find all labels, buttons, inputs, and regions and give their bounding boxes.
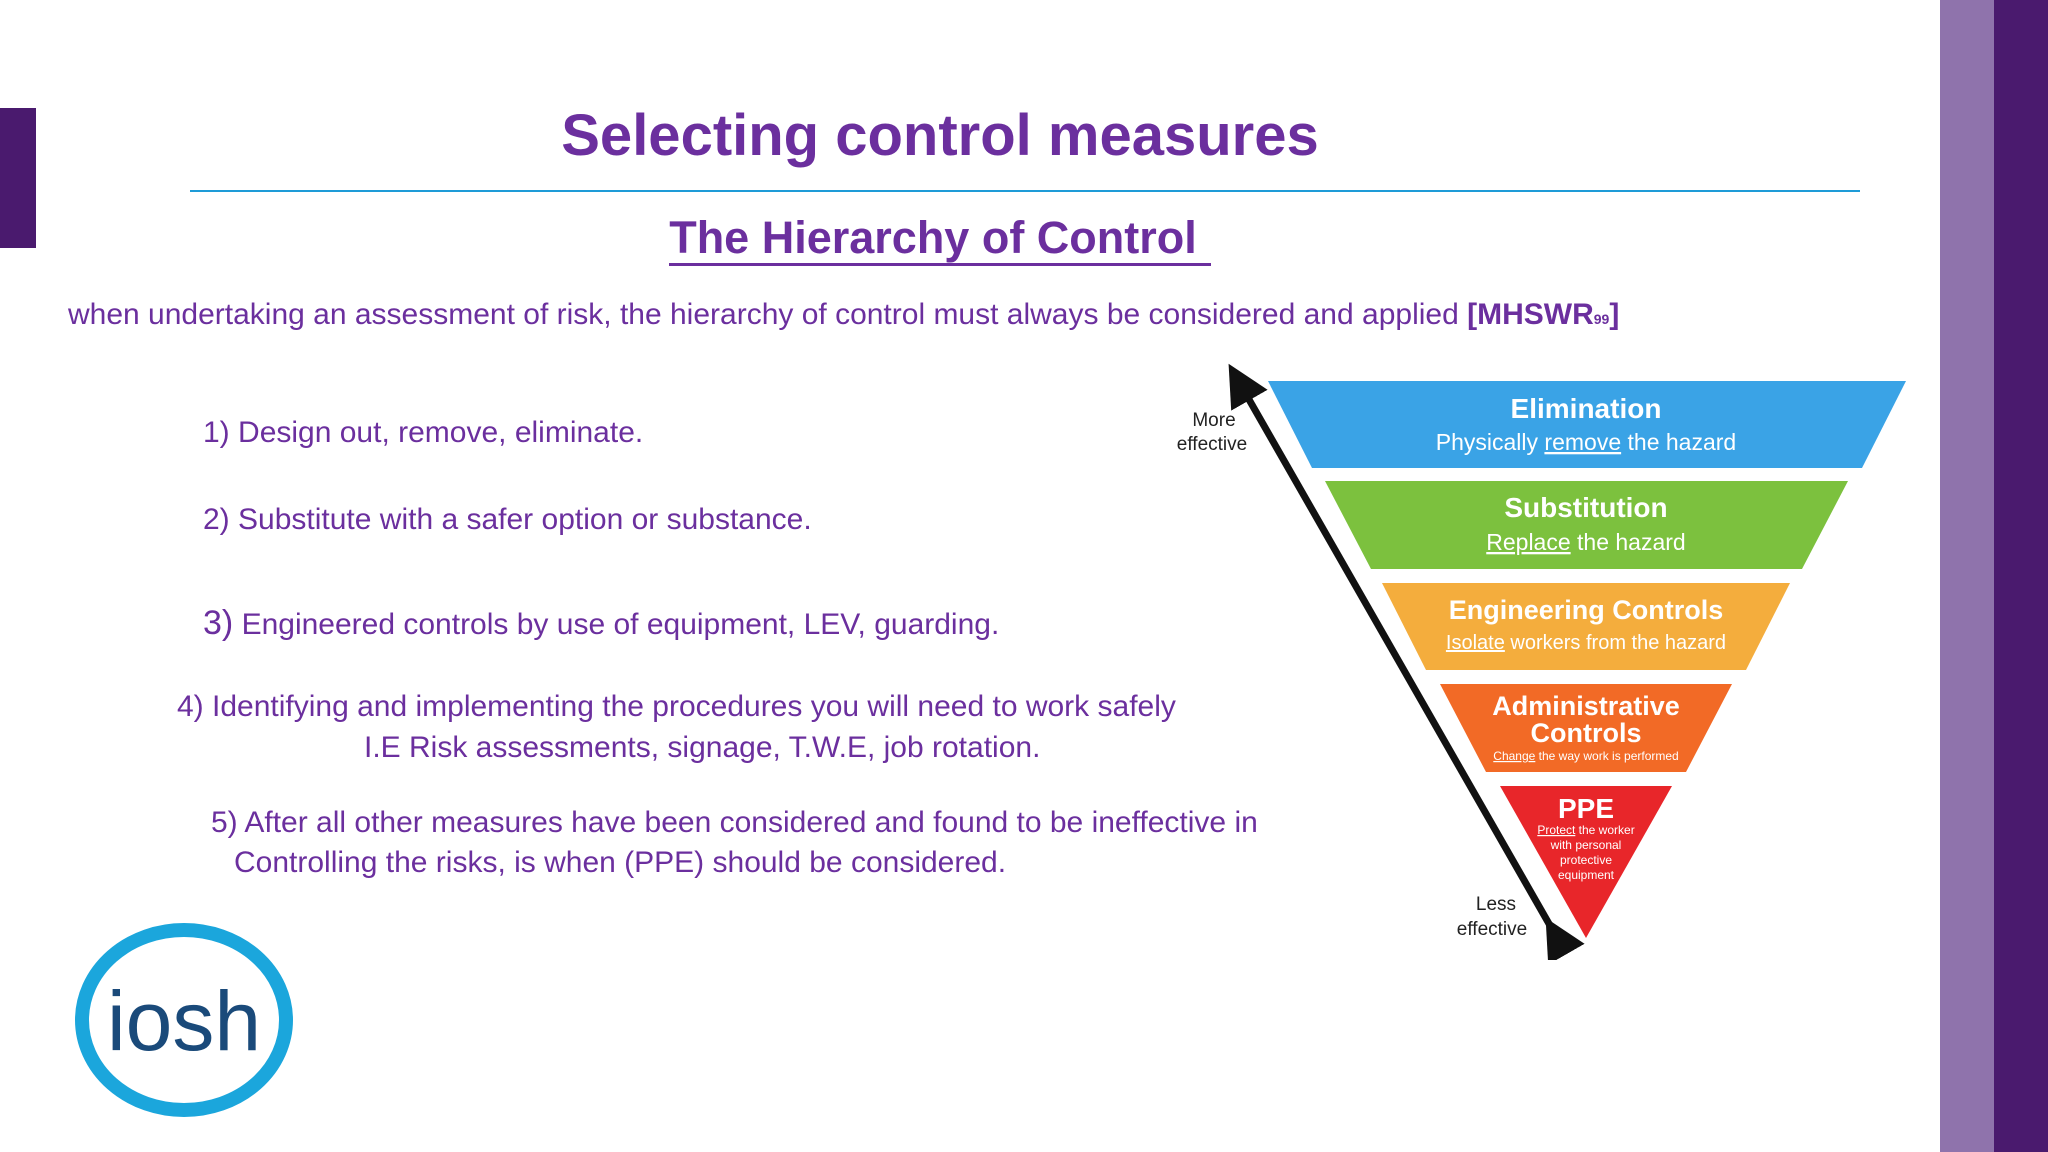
level-ppe-title: PPE <box>1558 793 1614 824</box>
less-effective-label-1: Less <box>1476 894 1516 915</box>
iosh-logo-text: iosh <box>107 974 261 1068</box>
right-accent-band-light <box>1940 0 1994 1152</box>
intro-reference: [MHSWR99] <box>1467 298 1619 331</box>
step-2-text: Substitute with a safer option or substa… <box>229 503 812 536</box>
right-accent-band-dark <box>1994 0 2048 1152</box>
ppe-sub-post: the worker <box>1575 823 1634 837</box>
elimination-sub-pre: Physically <box>1436 429 1545 455</box>
step-4-line-2: I.E Risk assessments, signage, T.W.E, jo… <box>364 731 1041 764</box>
step-1: 1) Design out, remove, eliminate. <box>203 416 643 450</box>
level-ppe-subtitle-3: protective <box>1560 853 1612 867</box>
level-ppe-subtitle-2: with personal <box>1550 838 1622 852</box>
intro-text: when undertaking an assessment of risk, … <box>68 298 1619 332</box>
step-5-line-1: 5) After all other measures have been co… <box>211 806 1258 839</box>
intro-body: when undertaking an assessment of risk, … <box>68 298 1468 331</box>
ppe-sub-key: Protect <box>1537 823 1576 837</box>
step-2: 2) Substitute with a safer option or sub… <box>203 503 812 537</box>
more-effective-label-2: effective <box>1177 434 1247 455</box>
slide-subtitle-text: The Hierarchy of Control <box>669 212 1211 266</box>
title-divider <box>190 190 1860 192</box>
level-elimination-title: Elimination <box>1511 393 1662 424</box>
step-3-text: Engineered controls by use of equipment,… <box>233 608 1000 641</box>
level-substitution-subtitle: Replace the hazard <box>1486 529 1685 555</box>
step-2-number: 2) <box>203 503 230 536</box>
engineering-sub-post: workers from the hazard <box>1505 632 1726 654</box>
substitution-sub-key: Replace <box>1486 529 1570 555</box>
engineering-sub-key: Isolate <box>1446 632 1505 654</box>
hierarchy-pyramid: More effective Less effective Eliminatio… <box>1177 363 1906 960</box>
level-substitution-title: Substitution <box>1504 492 1667 523</box>
level-engineering-title: Engineering Controls <box>1449 595 1724 625</box>
step-3: 3) Engineered controls by use of equipme… <box>203 604 999 643</box>
slide-subtitle: The Hierarchy of Control <box>0 212 1880 266</box>
level-elimination-subtitle: Physically remove the hazard <box>1436 429 1736 455</box>
slide-title: Selecting control measures <box>561 103 1319 168</box>
iosh-logo: iosh <box>75 923 293 1117</box>
left-accent-bar <box>0 108 36 248</box>
intro-reference-main: [MHSWR <box>1467 298 1594 331</box>
level-administrative-title-1: Administrative <box>1492 691 1680 721</box>
iosh-logo-ring <box>75 923 293 1117</box>
step-3-number: 3) <box>203 604 234 642</box>
step-1-text: Design out, remove, eliminate. <box>229 416 644 449</box>
step-5-line-2: Controlling the risks, is when (PPE) sho… <box>234 846 1007 879</box>
administrative-sub-post: the way work is performed <box>1535 749 1678 763</box>
level-administrative-subtitle: Change the way work is performed <box>1493 749 1678 763</box>
intro-reference-sub: 99 <box>1593 311 1610 327</box>
level-engineering-subtitle: Isolate workers from the hazard <box>1446 632 1726 654</box>
administrative-sub-key: Change <box>1493 749 1535 763</box>
step-4-line-1: 4) Identifying and implementing the proc… <box>177 690 1176 723</box>
elimination-sub-post: the hazard <box>1621 429 1736 455</box>
level-ppe-subtitle-4: equipment <box>1558 868 1615 882</box>
step-1-number: 1) <box>203 416 230 449</box>
intro-reference-end: ] <box>1609 298 1620 331</box>
less-effective-label-2: effective <box>1457 919 1527 940</box>
level-ppe-subtitle-1: Protect the worker <box>1537 823 1634 837</box>
more-effective-label-1: More <box>1192 410 1235 431</box>
effectiveness-arrow <box>1228 363 1585 960</box>
level-administrative-title-2: Controls <box>1531 718 1642 748</box>
substitution-sub-post: the hazard <box>1571 529 1686 555</box>
elimination-sub-key: remove <box>1544 429 1621 455</box>
